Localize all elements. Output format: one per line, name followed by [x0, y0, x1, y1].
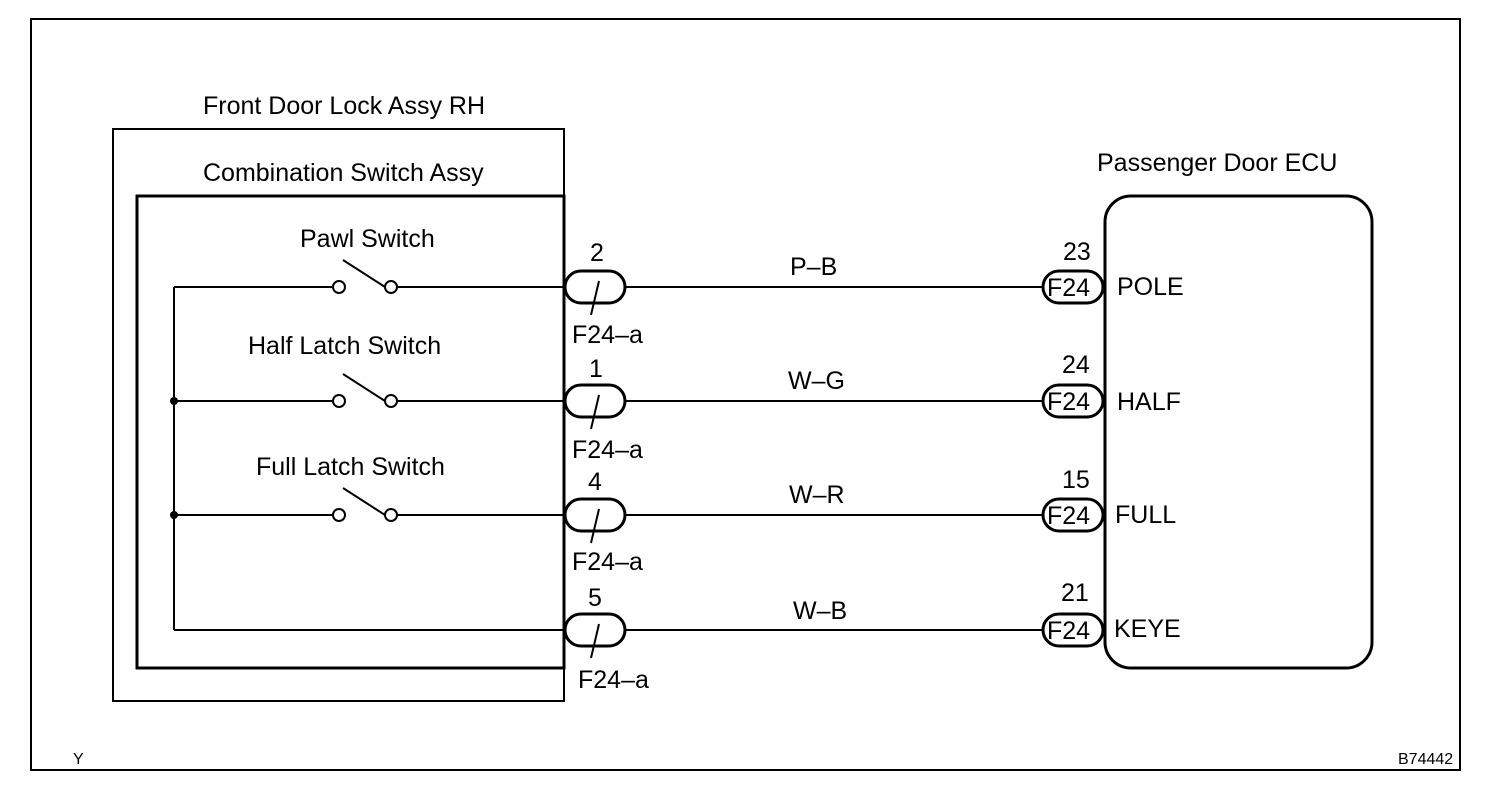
diagram-frame — [30, 18, 1461, 771]
ecu-connector-label: F24 — [1047, 274, 1090, 302]
wire-color: P–B — [790, 253, 837, 281]
ecu-pin-number: 21 — [1061, 579, 1089, 607]
ecu-connector-housing — [1041, 497, 1105, 533]
front-door-lock-label: Front Door Lock Assy RH — [203, 92, 485, 120]
circuit-half — [174, 373, 1105, 430]
corner-mark-left: Y — [73, 751, 84, 768]
combination-switch-label: Combination Switch Assy — [203, 159, 484, 187]
switch-blade — [342, 487, 386, 516]
ecu-connector-label: F24 — [1047, 502, 1090, 530]
switch-blade — [342, 373, 386, 402]
switch-label-full-latch: Full Latch Switch — [256, 453, 445, 481]
connector-slash — [590, 508, 600, 544]
switch-label-pawl: Pawl Switch — [300, 225, 435, 253]
pin-number: 4 — [588, 468, 602, 496]
connector-slash — [590, 623, 600, 659]
circuit-keye — [174, 612, 1105, 659]
switch-blade — [342, 259, 386, 288]
wire-color: W–B — [793, 597, 847, 625]
ecu-pin-number: 23 — [1063, 238, 1091, 266]
terminal-label: HALF — [1117, 388, 1181, 416]
circuit-pole — [174, 259, 1105, 316]
connector-slash — [590, 394, 600, 430]
front-door-lock-box — [112, 128, 565, 702]
pin-number: 1 — [589, 355, 603, 383]
ecu-pin-number: 24 — [1062, 351, 1090, 379]
connector-label: F24–a — [572, 436, 643, 464]
terminal-label: KEYE — [1114, 615, 1181, 643]
connector-slash — [590, 280, 600, 316]
ecu-connector-label: F24 — [1047, 617, 1090, 645]
ecu-connector-housing — [1041, 383, 1105, 419]
switch-label-half-latch: Half Latch Switch — [248, 332, 441, 360]
switch-contact — [384, 508, 398, 522]
ecu-pin-number: 15 — [1062, 466, 1090, 494]
connector-label: F24–a — [578, 666, 649, 694]
ecu-label: Passenger Door ECU — [1097, 149, 1337, 177]
wire-color: W–G — [788, 367, 845, 395]
wire-color: W–R — [789, 481, 845, 509]
pin-number: 5 — [588, 584, 602, 612]
connector-label: F24–a — [572, 548, 643, 576]
ecu-connector-label: F24 — [1047, 388, 1090, 416]
combination-switch-box — [135, 194, 566, 670]
switch-contact — [332, 394, 346, 408]
switch-contact — [384, 280, 398, 294]
figure-code: B74442 — [1398, 751, 1453, 768]
switch-contact — [332, 508, 346, 522]
circuit-full — [174, 487, 1105, 544]
ecu-connector-housing — [1041, 612, 1105, 648]
ecu-box — [1103, 194, 1374, 670]
connector-label: F24–a — [572, 321, 643, 349]
switch-contact — [384, 394, 398, 408]
pin-number: 2 — [590, 239, 604, 267]
switch-contact — [332, 280, 346, 294]
terminal-label: FULL — [1115, 501, 1176, 529]
terminal-label: POLE — [1117, 273, 1184, 301]
ecu-connector-housing — [1041, 269, 1105, 305]
